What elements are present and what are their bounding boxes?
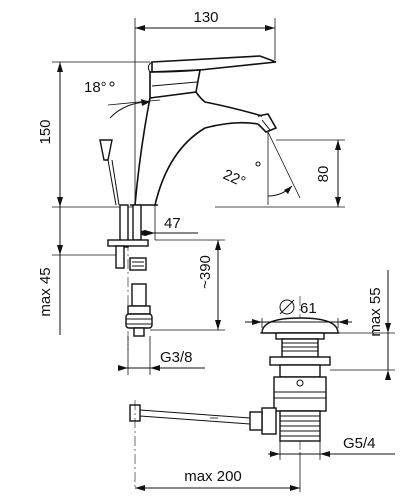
label-max-45: max 45: [37, 267, 54, 316]
dim-max-55: max 55: [330, 270, 395, 380]
dim-max-45: max 45: [37, 207, 118, 335]
dim-angle-22: 22°: [220, 131, 301, 205]
mounting-hardware: [107, 204, 149, 350]
label-max-55: max 55: [367, 287, 384, 336]
label-angle-18: 18°: [84, 79, 107, 96]
label-diameter-61: 61: [300, 300, 317, 317]
faucet-body: [99, 55, 278, 206]
label-offset-47: 47: [164, 215, 181, 232]
dim-thread-g38: G3/8: [118, 336, 205, 375]
label-hose-390: ~390: [197, 255, 214, 289]
dim-height-150: 150: [37, 61, 150, 208]
dim-max-200: max 200: [135, 452, 301, 492]
hose-fitting: [125, 283, 153, 337]
label-thread-g38: G3/8: [160, 349, 193, 366]
label-height-150: 150: [37, 119, 54, 144]
label-thread-g54: G5/4: [343, 435, 376, 452]
dim-thread-g54: G5/4: [268, 435, 395, 460]
dim-angle-18: 18°: [84, 79, 161, 119]
waste-assembly: [249, 296, 340, 452]
label-width-130: 130: [193, 9, 218, 26]
label-angle-22: 22°: [220, 166, 248, 191]
pull-rod: [129, 400, 251, 490]
dim-hose-390: ~390: [150, 239, 225, 331]
label-height-80: 80: [315, 166, 332, 183]
dim-diameter-61: 61: [245, 299, 352, 328]
dim-width-130: 130: [134, 9, 276, 205]
dim-height-80: 80: [215, 139, 345, 208]
dim-offset-47: 47: [135, 205, 198, 240]
label-max-200: max 200: [184, 468, 242, 485]
